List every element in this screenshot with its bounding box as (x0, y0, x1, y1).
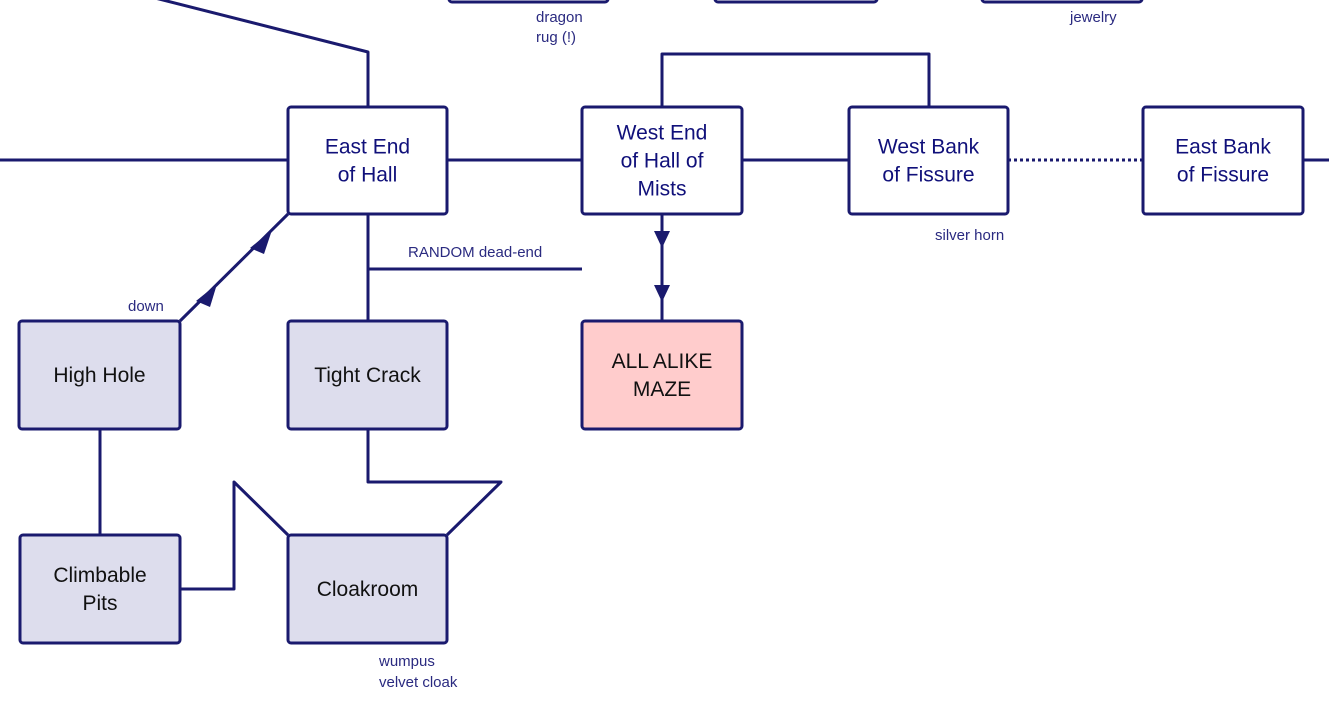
notes: dragon rug (!) jewelry silver horn RANDO… (128, 9, 1117, 691)
room-box (580, 105, 744, 216)
room-label: Cloakroom (317, 578, 419, 601)
room-box (713, 0, 879, 4)
note-jewelry: jewelry (1069, 9, 1117, 26)
room-label-line: West End (617, 122, 708, 145)
room-label: High Hole (53, 364, 145, 387)
room-all-alike-maze: ALL ALIKE MAZE (580, 319, 744, 431)
path-tight-crack-to-cloakroom (366, 429, 503, 537)
room-label: East Bank of Fissure (1175, 136, 1271, 187)
arrow-down-1 (654, 231, 670, 248)
arrow-up-right-2 (250, 230, 272, 254)
arrow-down-2 (654, 285, 670, 302)
room-label-line: High Hole (53, 364, 145, 387)
room-label-line: of Fissure (1177, 164, 1269, 187)
room-label-line: of Fissure (882, 164, 974, 187)
note-dragon: dragon rug (!) (536, 9, 587, 46)
room-west-bank-of-fissure: West Bank of Fissure (847, 105, 1010, 216)
connections (0, 0, 1329, 591)
note-wumpus-line: wumpus (378, 653, 435, 670)
note-rug-line: rug (!) (536, 29, 576, 46)
note-wumpus: wumpus velvet cloak (378, 653, 458, 691)
room-high-hole: High Hole (17, 319, 182, 431)
path-climbable-pits-to-cloakroom (180, 480, 290, 591)
note-silver-horn-line: silver horn (935, 227, 1004, 244)
note-velvet-cloak-line: velvet cloak (379, 674, 458, 691)
room-label-line: East Bank (1175, 136, 1271, 159)
note-down: down (128, 298, 164, 315)
note-random-dead-end: RANDOM dead-end (408, 244, 542, 261)
room-label: Tight Crack (314, 364, 421, 387)
room-label-line: West Bank (878, 136, 980, 159)
room-tight-crack: Tight Crack (286, 319, 449, 431)
room-box (447, 0, 610, 4)
room-box (580, 319, 744, 431)
room-label: East End of Hall (325, 136, 410, 187)
room-label-line: of Hall of (621, 150, 704, 173)
room-label-line: of Hall (338, 164, 398, 187)
path-offscreen-to-east-end (156, 0, 370, 107)
room-label-line: Climbable (53, 564, 146, 587)
room-box (286, 319, 449, 431)
room-box (980, 0, 1144, 4)
room-top-box-2 (713, 0, 879, 4)
note-down-line: down (128, 298, 164, 315)
room-box (286, 533, 449, 645)
room-box (1141, 105, 1305, 216)
room-label-line: ALL ALIKE (612, 350, 713, 373)
note-silver-horn: silver horn (935, 227, 1004, 244)
room-west-end-of-hall-of-mists: West End of Hall of Mists (580, 105, 744, 216)
room-box (847, 105, 1010, 216)
room-label: West Bank of Fissure (878, 136, 980, 187)
room-east-end-of-hall: East End of Hall (286, 105, 449, 216)
room-cloakroom: Cloakroom (286, 533, 449, 645)
path-high-hole-to-east-end (178, 212, 290, 323)
note-jewelry-line: jewelry (1069, 9, 1117, 26)
room-top-box-1 (447, 0, 610, 4)
room-east-bank-of-fissure: East Bank of Fissure (1141, 105, 1305, 216)
room-label: West End of Hall of Mists (617, 122, 708, 201)
note-dragon-line: dragon (536, 9, 583, 26)
room-box (286, 105, 449, 216)
room-label-line: Mists (638, 178, 687, 201)
room-label-line: Tight Crack (314, 364, 421, 387)
room-top-box-3 (980, 0, 1144, 4)
room-label: ALL ALIKE MAZE (612, 350, 713, 401)
room-box (18, 533, 182, 645)
arrow-up-right-1 (196, 284, 217, 307)
room-label-line: East End (325, 136, 410, 159)
room-label-line: Cloakroom (317, 578, 419, 601)
room-box (17, 319, 182, 431)
note-random-dead-end-line: RANDOM dead-end (408, 244, 542, 261)
path-west-end-mists-over-to-west-bank (660, 52, 931, 107)
room-label-line: MAZE (633, 378, 691, 401)
room-label-line: Pits (82, 592, 117, 615)
